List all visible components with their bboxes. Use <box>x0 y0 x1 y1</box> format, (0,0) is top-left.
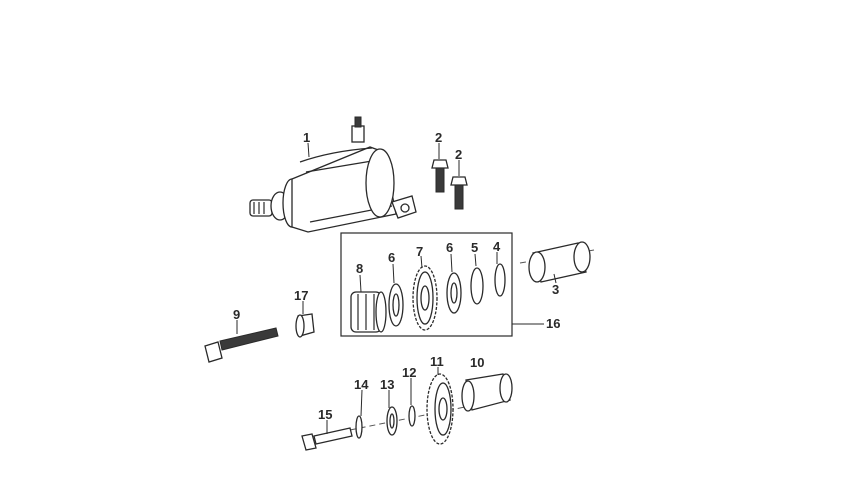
idle-gear <box>426 373 454 445</box>
one-way-clutch <box>350 291 387 333</box>
bushing <box>519 241 595 283</box>
label-part-17: 17 <box>294 288 308 303</box>
thrust-washer-b <box>446 272 462 314</box>
spacer-collar <box>295 313 315 338</box>
mounting-bolt-a <box>431 159 449 193</box>
circlip <box>494 263 506 297</box>
label-part-6b: 6 <box>446 240 453 255</box>
washer-12 <box>408 405 416 427</box>
label-part-4: 4 <box>493 239 501 254</box>
shim-ring <box>470 267 484 305</box>
washer-13 <box>386 406 398 436</box>
label-part-15: 15 <box>318 407 332 422</box>
leader-lines <box>236 142 557 434</box>
label-part-2b: 2 <box>455 147 462 162</box>
starter-motor <box>249 116 417 233</box>
label-part-7: 7 <box>416 244 423 259</box>
gear-sleeve <box>461 373 513 412</box>
gear-bolt <box>301 427 353 451</box>
assembly-group-16-box <box>340 232 513 337</box>
thrust-washer-a <box>388 283 404 327</box>
label-part-13: 13 <box>380 377 394 392</box>
label-part-5: 5 <box>471 240 478 255</box>
label-part-1: 1 <box>303 130 310 145</box>
label-part-14: 14 <box>354 377 369 392</box>
label-part-10: 10 <box>470 355 484 370</box>
label-part-11: 11 <box>430 354 444 369</box>
label-part-16: 16 <box>546 316 560 331</box>
label-part-9: 9 <box>233 307 240 322</box>
mounting-bolt-b <box>450 176 468 210</box>
driven-gear <box>412 265 438 331</box>
label-part-8: 8 <box>356 261 363 276</box>
shaft-bolt <box>204 327 279 363</box>
label-part-3: 3 <box>552 282 559 297</box>
label-part-6a: 6 <box>388 250 395 265</box>
label-part-2a: 2 <box>435 130 442 145</box>
washer-14 <box>355 415 363 439</box>
label-part-12: 12 <box>402 365 416 380</box>
